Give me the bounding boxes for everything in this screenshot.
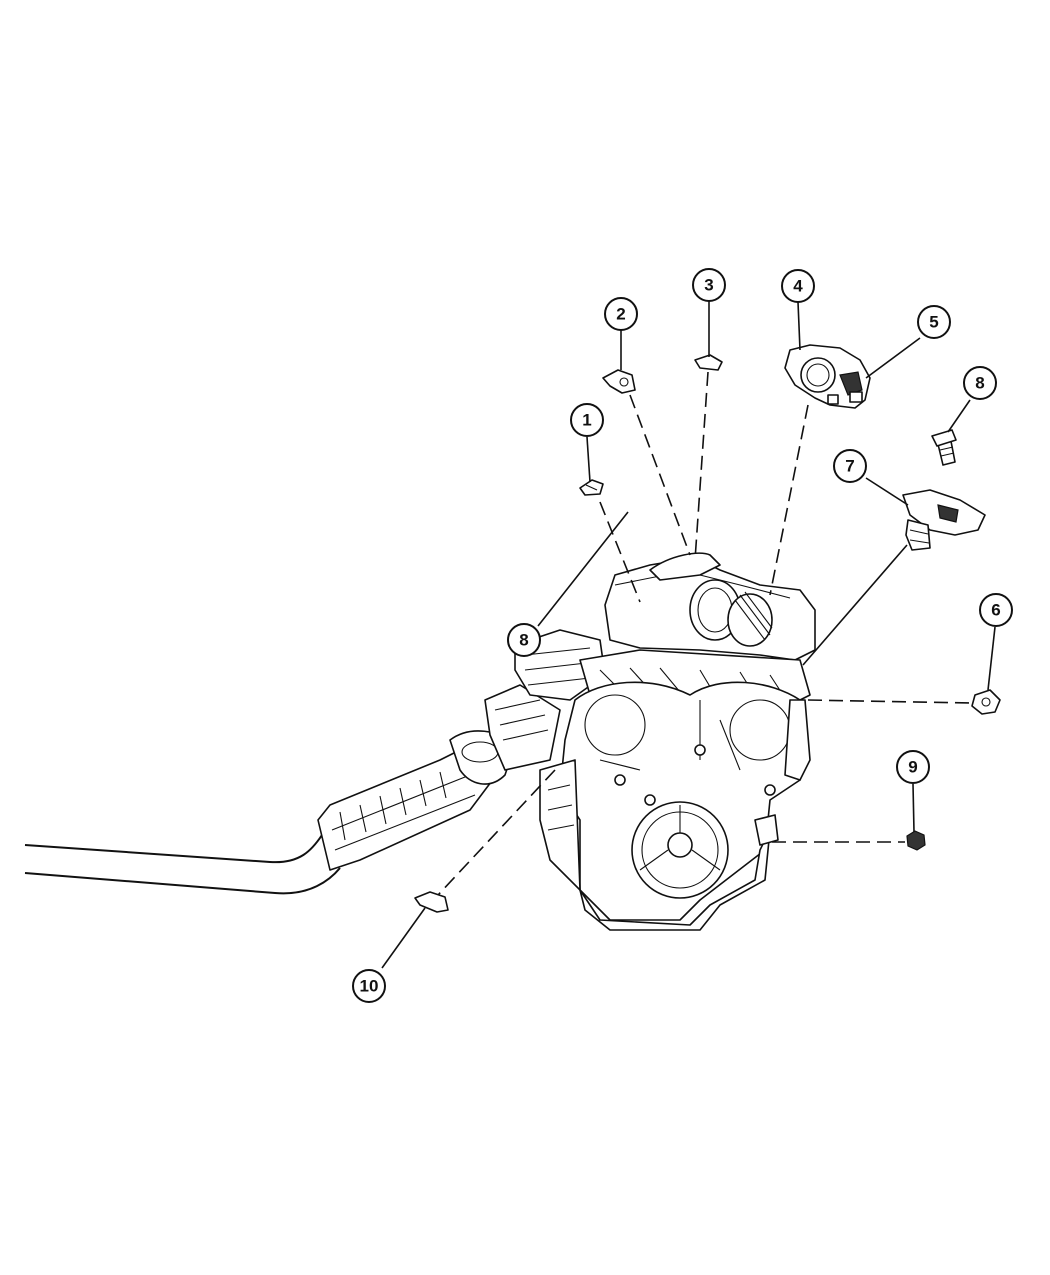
callout-7: 7 bbox=[833, 449, 867, 483]
part-1-sensor bbox=[579, 479, 604, 496]
dashed-leaders bbox=[437, 371, 971, 896]
svg-text:10: 10 bbox=[360, 977, 379, 996]
part-7-sensor bbox=[902, 489, 986, 551]
callout-8-left: 8 bbox=[507, 623, 541, 657]
callout-3: 3 bbox=[692, 268, 726, 302]
svg-text:8: 8 bbox=[975, 374, 984, 393]
part-9-nut bbox=[906, 830, 926, 851]
part-6-sensor bbox=[971, 689, 1001, 715]
svg-text:9: 9 bbox=[908, 758, 917, 777]
svg-text:4: 4 bbox=[793, 277, 803, 296]
callout-1: 1 bbox=[570, 403, 604, 437]
callout-8-top: 8 bbox=[963, 366, 997, 400]
part-3-sensor bbox=[694, 354, 723, 371]
callout-9: 9 bbox=[896, 750, 930, 784]
callout-5: 5 bbox=[917, 305, 951, 339]
svg-text:8: 8 bbox=[519, 631, 528, 650]
catalytic-converter bbox=[317, 684, 561, 871]
part-2-sensor bbox=[602, 369, 636, 394]
svg-text:7: 7 bbox=[845, 457, 854, 476]
callout-6: 6 bbox=[979, 593, 1013, 627]
svg-text:1: 1 bbox=[582, 411, 591, 430]
svg-text:6: 6 bbox=[991, 601, 1000, 620]
part-4-throttle-body bbox=[784, 344, 871, 409]
callout-10: 10 bbox=[352, 969, 386, 1003]
engine-block bbox=[514, 552, 816, 931]
callout-2: 2 bbox=[604, 297, 638, 331]
exhaust-pipe bbox=[24, 834, 341, 895]
svg-text:3: 3 bbox=[704, 276, 713, 295]
part-8-bolt bbox=[931, 429, 957, 466]
solid-leaders bbox=[381, 301, 996, 969]
callout-4: 4 bbox=[781, 269, 815, 303]
part-10-sensor bbox=[414, 891, 449, 913]
svg-text:2: 2 bbox=[616, 305, 625, 324]
svg-text:5: 5 bbox=[929, 313, 938, 332]
